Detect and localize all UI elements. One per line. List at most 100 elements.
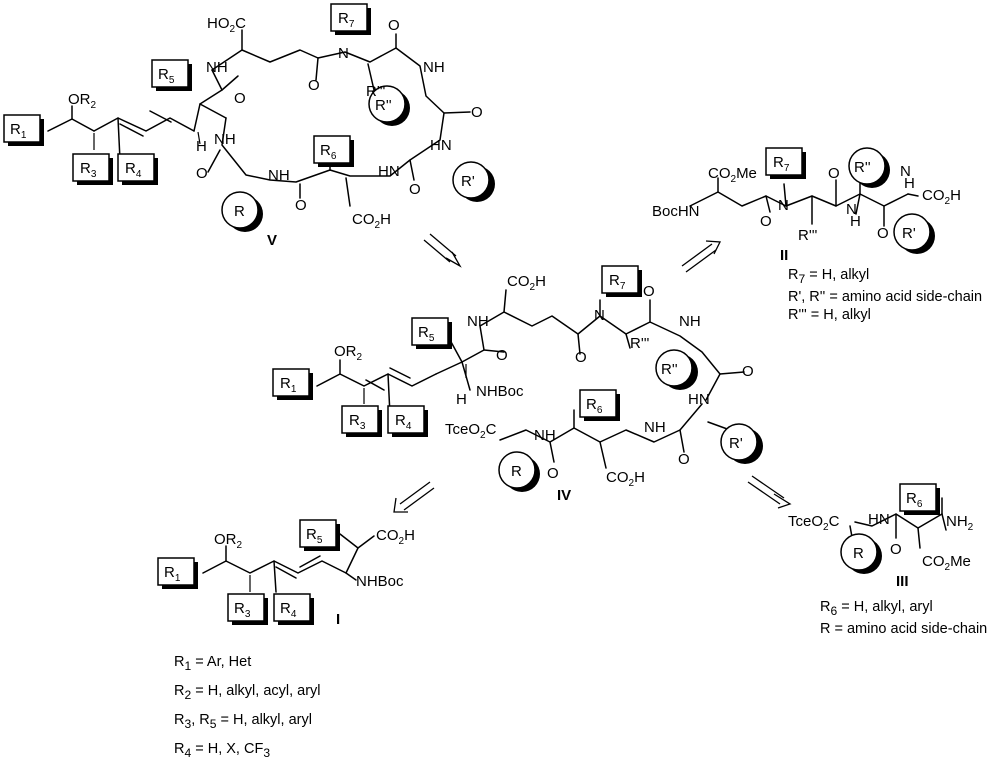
compound-IV: R1 R3 R4 R5 R6 R7 R'' R' R OR2 CO2H NH N…: [272, 265, 763, 504]
svg-text:NH: NH: [214, 131, 236, 148]
svg-text:O: O: [678, 451, 690, 468]
group-R1-IV: R1: [272, 368, 313, 400]
svg-text:R'': R'': [661, 361, 678, 378]
group-R-IV: R: [498, 451, 540, 492]
group-R3-I: R3: [227, 593, 268, 625]
svg-text:NH: NH: [644, 419, 666, 436]
legend-III-row: R = amino acid side-chain: [820, 620, 988, 637]
svg-text:H: H: [904, 175, 915, 192]
label-I: I: [336, 611, 340, 628]
svg-text:CO2H: CO2H: [376, 527, 415, 547]
svg-text:O: O: [196, 165, 208, 182]
retro-arrow-IV-I: [393, 481, 435, 513]
group-R4-V: R4: [117, 153, 158, 185]
legend-II-row: R7 = H, alkyl: [788, 267, 870, 286]
svg-text:R''': R''': [366, 83, 386, 100]
svg-text:N: N: [338, 45, 349, 62]
svg-text:BocHN: BocHN: [652, 203, 700, 220]
svg-text:R': R': [729, 435, 743, 452]
svg-text:R''': R''': [798, 227, 818, 244]
svg-text:NH: NH: [467, 313, 489, 330]
group-R7-IV: R7: [601, 265, 642, 297]
svg-text:TceO2C: TceO2C: [445, 421, 497, 441]
svg-text:H: H: [196, 138, 207, 155]
svg-text:R: R: [234, 203, 245, 220]
svg-text:O: O: [308, 77, 320, 94]
svg-text:R: R: [511, 463, 522, 480]
svg-text:R''': R''': [630, 335, 650, 352]
svg-text:TceO2C: TceO2C: [788, 513, 840, 533]
svg-text:O: O: [295, 197, 307, 214]
group-Rpp-V: R'': [368, 85, 410, 126]
svg-text:R'': R'': [854, 159, 871, 176]
group-R3-IV: R3: [341, 405, 382, 437]
svg-text:N: N: [900, 163, 911, 180]
group-R6-III: R6: [899, 483, 940, 515]
svg-text:O: O: [388, 17, 400, 34]
svg-text:NHBoc: NHBoc: [476, 383, 524, 400]
svg-text:HN: HN: [868, 511, 890, 528]
svg-text:NH: NH: [268, 167, 290, 184]
compound-I: R1 R3 R4 R5 OR2 CO2H NHBoc I: [157, 519, 415, 628]
group-R-V: R: [221, 191, 263, 232]
svg-text:O: O: [742, 363, 754, 380]
svg-text:NH2: NH2: [946, 513, 974, 533]
svg-text:NHBoc: NHBoc: [356, 573, 404, 590]
svg-text:HO2C: HO2C: [207, 15, 246, 35]
group-R6-IV: R6: [579, 389, 620, 421]
group-Rp-II: R': [893, 213, 935, 254]
svg-text:HN: HN: [688, 391, 710, 408]
svg-text:O: O: [496, 347, 508, 364]
svg-text:H: H: [850, 213, 861, 230]
svg-text:H: H: [456, 391, 467, 408]
svg-text:OR2: OR2: [214, 531, 243, 551]
label-V: V: [267, 232, 277, 249]
svg-text:NH: NH: [423, 59, 445, 76]
svg-text:HN: HN: [378, 163, 400, 180]
retro-arrow-IV-II: [681, 240, 722, 273]
group-R4-I: R4: [273, 593, 314, 625]
svg-text:O: O: [575, 349, 587, 366]
label-II: II: [780, 247, 788, 264]
group-R1-I: R1: [157, 557, 198, 589]
svg-text:N: N: [594, 307, 605, 324]
svg-text:O: O: [643, 283, 655, 300]
svg-text:O: O: [234, 90, 246, 107]
svg-text:N: N: [846, 201, 857, 218]
legend-I-row: R2 = H, alkyl, acyl, aryl: [174, 682, 321, 702]
svg-text:R'': R'': [375, 97, 392, 114]
group-Rpp-II: R'': [848, 147, 890, 188]
svg-text:R': R': [902, 225, 916, 242]
legend-I: R1 = Ar, Het R2 = H, alkyl, acyl, aryl R…: [174, 650, 321, 766]
svg-text:CO2H: CO2H: [922, 187, 961, 207]
svg-text:OR2: OR2: [334, 343, 363, 363]
group-R7-V: R7: [330, 3, 371, 35]
legend-I-row: R1 = Ar, Het: [174, 654, 252, 673]
svg-text:NH: NH: [679, 313, 701, 330]
svg-text:NH: NH: [206, 59, 228, 76]
svg-text:O: O: [471, 104, 483, 121]
compound-III: R6 R TceO2C HN O NH2 CO2Me III: [788, 483, 974, 590]
svg-text:O: O: [547, 465, 559, 482]
svg-text:CO2H: CO2H: [606, 469, 645, 489]
group-Rpp-IV: R'': [655, 349, 698, 390]
group-R-III: R: [840, 533, 882, 574]
svg-text:CO2H: CO2H: [352, 211, 391, 231]
svg-text:R': R': [461, 173, 475, 190]
svg-text:O: O: [409, 181, 421, 198]
group-R1-V: R1: [3, 114, 44, 146]
group-R4-IV: R4: [387, 405, 428, 437]
group-R5-I: R5: [299, 519, 340, 551]
compound-V: R1 R3 R4 R5 R6 R7 R'' R' R OR2 HO2C NH N…: [3, 3, 495, 249]
svg-text:HN: HN: [430, 137, 452, 154]
label-IV: IV: [557, 487, 571, 504]
legend-II: R7 = H, alkyl R', R'' = amino acid side-…: [788, 266, 982, 324]
group-R7-II: R7: [765, 147, 806, 179]
svg-text:OR2: OR2: [68, 91, 97, 111]
retro-arrow-V-IV: [423, 233, 462, 268]
compound-II: R7 R'' R' CO2Me BocHN O N R''' O N H O N…: [652, 147, 961, 264]
group-R3-V: R3: [72, 153, 113, 185]
label-III: III: [896, 573, 909, 590]
group-Rp-IV: R': [720, 423, 763, 464]
